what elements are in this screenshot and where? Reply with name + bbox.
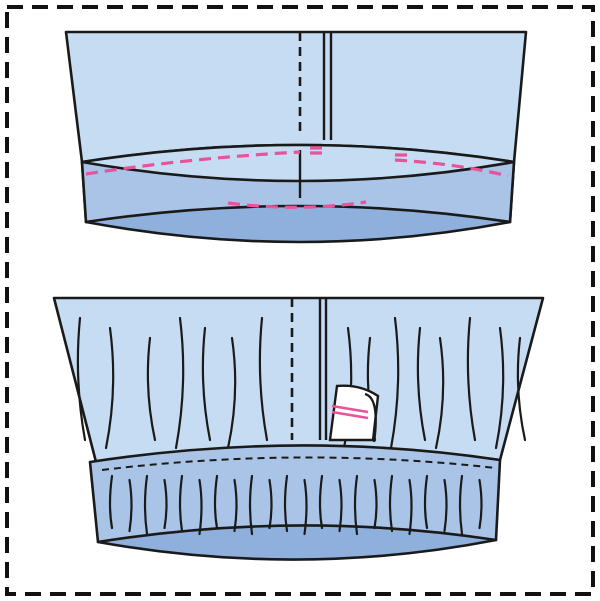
band-stitch (101, 456, 497, 471)
band-fold (128, 478, 133, 533)
gathered-band-opening (96, 524, 498, 561)
band-fold (108, 474, 114, 530)
panel-bottom-gathered (52, 296, 545, 561)
band-fold (268, 478, 273, 530)
gather-fold (201, 326, 212, 442)
gather-fold (76, 316, 87, 442)
gather-fold (494, 326, 505, 450)
band-gather-folds (108, 474, 483, 536)
dashed-frame (5, 5, 595, 596)
panel-top-casing (64, 30, 528, 244)
band-fold (283, 474, 289, 533)
leg-body (64, 30, 528, 164)
band-fold (443, 478, 448, 533)
band-fold (213, 474, 219, 530)
gather-fold (516, 336, 527, 442)
band-fold (143, 474, 149, 536)
band-fold (353, 474, 359, 536)
band-fold (178, 474, 184, 533)
band-fold (478, 478, 483, 530)
band-fold (373, 478, 378, 530)
stitch-bartack (310, 146, 410, 157)
band-fold (303, 478, 308, 536)
gather-fold (146, 336, 157, 442)
gather-fold (466, 316, 477, 442)
band-fold (318, 474, 324, 530)
gather-fold (389, 316, 400, 450)
elastic-tape-icon (328, 384, 380, 443)
stitch-line-top-right (394, 158, 509, 178)
gather-fold (104, 326, 115, 450)
band-fold (458, 474, 464, 536)
band-fold (388, 474, 394, 533)
band-fold (408, 478, 413, 536)
band-fold (338, 478, 343, 533)
casing-opening (84, 204, 512, 244)
band-fold (198, 478, 203, 536)
stitch-line-bottom (227, 200, 367, 209)
stitch-line-top-left (85, 150, 301, 176)
gather-fold (226, 336, 237, 450)
band-fold (233, 478, 238, 533)
band-fold (423, 474, 429, 530)
gather-fold (416, 326, 427, 442)
band-fold (248, 474, 254, 536)
gather-fold (434, 336, 445, 450)
gather-fold (258, 316, 269, 442)
band-fold (163, 478, 168, 530)
gather-fold (174, 316, 185, 450)
